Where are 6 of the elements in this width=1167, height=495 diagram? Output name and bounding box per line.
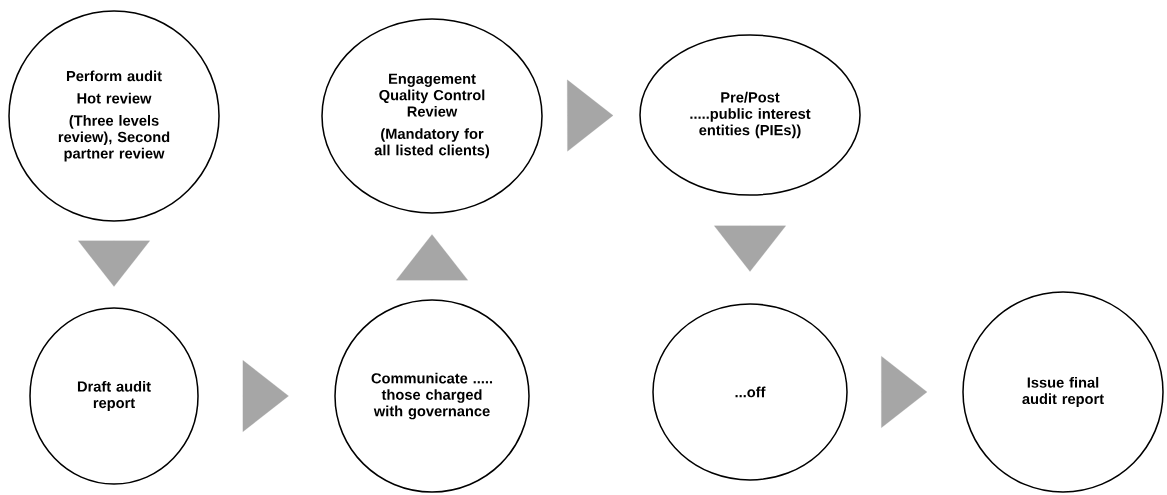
arrow bbox=[714, 225, 786, 272]
arrow bbox=[881, 356, 928, 428]
arrow bbox=[242, 360, 289, 432]
arrow bbox=[78, 240, 150, 287]
arrow bbox=[567, 79, 614, 152]
arrow bbox=[396, 234, 468, 281]
